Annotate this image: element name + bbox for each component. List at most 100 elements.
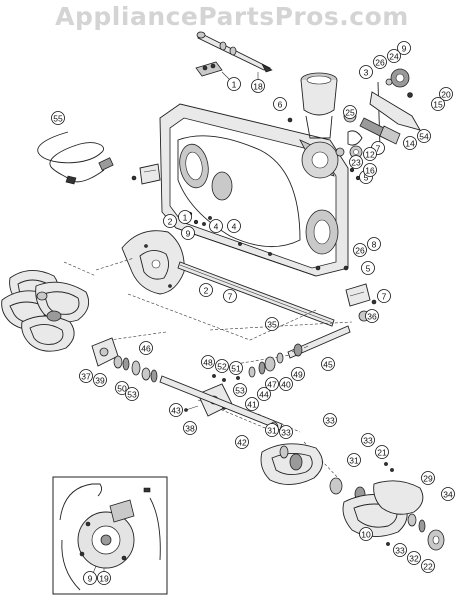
auger-left bbox=[1, 270, 90, 352]
callout-circle bbox=[323, 413, 337, 427]
callout-label: 52 bbox=[217, 362, 227, 372]
callout-label: 42 bbox=[237, 438, 247, 448]
callout-circle bbox=[93, 373, 107, 387]
callout-label: 4 bbox=[214, 222, 219, 232]
callout-label: 29 bbox=[423, 474, 433, 484]
callout-label: 33 bbox=[281, 428, 291, 438]
callout-circle bbox=[375, 445, 389, 459]
callout-circle bbox=[139, 341, 153, 355]
auger-housing bbox=[159, 103, 349, 277]
callout-label: 46 bbox=[141, 344, 151, 354]
callout-circle bbox=[363, 163, 377, 177]
callout-circle bbox=[233, 383, 247, 397]
callout-label: 24 bbox=[389, 52, 399, 62]
callout-label: 9 bbox=[186, 229, 191, 239]
callout-circle bbox=[321, 357, 335, 371]
callout-label: 26 bbox=[355, 246, 365, 256]
callout-circle bbox=[359, 65, 373, 79]
callout-circle bbox=[229, 361, 243, 375]
callout-circle bbox=[407, 551, 421, 565]
callout-circle bbox=[343, 105, 357, 119]
callout-label: 53 bbox=[235, 386, 245, 396]
callout-circle bbox=[265, 317, 279, 331]
callout-label: 20 bbox=[441, 90, 451, 100]
callout-label: 55 bbox=[53, 114, 63, 124]
callout-circle bbox=[403, 136, 417, 150]
callout-label: 5 bbox=[364, 173, 369, 183]
callout-circle bbox=[397, 41, 411, 55]
callout-circle bbox=[279, 425, 293, 439]
callout-circle bbox=[235, 435, 249, 449]
chute-collar bbox=[300, 72, 338, 139]
auger-shaft-top bbox=[196, 31, 273, 80]
callout-label: 33 bbox=[363, 436, 373, 446]
callout-label: 10 bbox=[361, 530, 371, 540]
callout-circle bbox=[169, 403, 183, 417]
watermark: AppliancePartsPros.com bbox=[55, 2, 409, 31]
callout-label: 34 bbox=[443, 490, 453, 500]
callout-circle bbox=[365, 309, 379, 323]
callout-label: 54 bbox=[419, 132, 429, 142]
callout-circle bbox=[79, 369, 93, 383]
callout-circle bbox=[227, 219, 241, 233]
callout-circle bbox=[265, 423, 279, 437]
callout-label: 39 bbox=[95, 376, 105, 386]
callout-label: 49 bbox=[293, 370, 303, 380]
shave-plate-rod bbox=[177, 261, 335, 327]
callout-circle bbox=[291, 367, 305, 381]
callout-circle bbox=[223, 289, 237, 303]
callout-circle bbox=[257, 387, 271, 401]
callout-label: 8 bbox=[372, 240, 377, 250]
callout-circle bbox=[201, 355, 215, 369]
power-cord bbox=[37, 131, 114, 185]
callout-circle bbox=[421, 471, 435, 485]
callout-circle bbox=[227, 77, 241, 91]
callout-label: 9 bbox=[402, 44, 407, 54]
auger-right bbox=[260, 443, 445, 551]
callout-label: 40 bbox=[281, 380, 291, 390]
callout-circle bbox=[51, 111, 65, 125]
callout-label: 18 bbox=[253, 82, 263, 92]
callout-label: 21 bbox=[377, 448, 387, 458]
callout-circle bbox=[199, 283, 213, 297]
callout-circle bbox=[361, 433, 375, 447]
callout-label: 2 bbox=[204, 286, 209, 296]
callout-label: 7 bbox=[376, 144, 381, 154]
callout-circle bbox=[279, 377, 293, 391]
right-small-parts bbox=[343, 265, 377, 322]
callout-label: 50 bbox=[117, 384, 127, 394]
callout-circle bbox=[367, 237, 381, 251]
callout-label: 15 bbox=[433, 100, 443, 110]
callout-circle bbox=[125, 387, 139, 401]
callout-circle bbox=[181, 226, 195, 240]
callout-circle bbox=[97, 571, 111, 585]
label-plate bbox=[139, 163, 161, 185]
callout-circle bbox=[363, 147, 377, 161]
callout-circle bbox=[421, 559, 435, 573]
callout-label: 53 bbox=[127, 390, 137, 400]
callout-label: 1 bbox=[232, 80, 237, 90]
callout-circle bbox=[163, 214, 177, 228]
callout-label: 31 bbox=[349, 456, 359, 466]
callout-label: 32 bbox=[409, 554, 419, 564]
callout-label: 3 bbox=[364, 68, 369, 78]
callout-label: 1 bbox=[183, 213, 188, 223]
callout-label: 44 bbox=[259, 390, 269, 400]
callout-circle bbox=[178, 210, 192, 224]
callout-label: 36 bbox=[367, 312, 377, 322]
callout-circle bbox=[393, 543, 407, 557]
callout-label: 19 bbox=[99, 574, 109, 584]
callout-circle bbox=[361, 261, 375, 275]
callout-label: 48 bbox=[203, 358, 213, 368]
callout-label: 43 bbox=[171, 406, 181, 416]
callout-circle bbox=[441, 487, 455, 501]
callout-circle bbox=[215, 359, 229, 373]
callout-label: 7 bbox=[382, 292, 387, 302]
callout-label: 5 bbox=[366, 264, 371, 274]
callout-label: 2 bbox=[168, 217, 173, 227]
callout-circle bbox=[347, 453, 361, 467]
callout-circle bbox=[251, 79, 265, 93]
callout-circle bbox=[183, 421, 197, 435]
